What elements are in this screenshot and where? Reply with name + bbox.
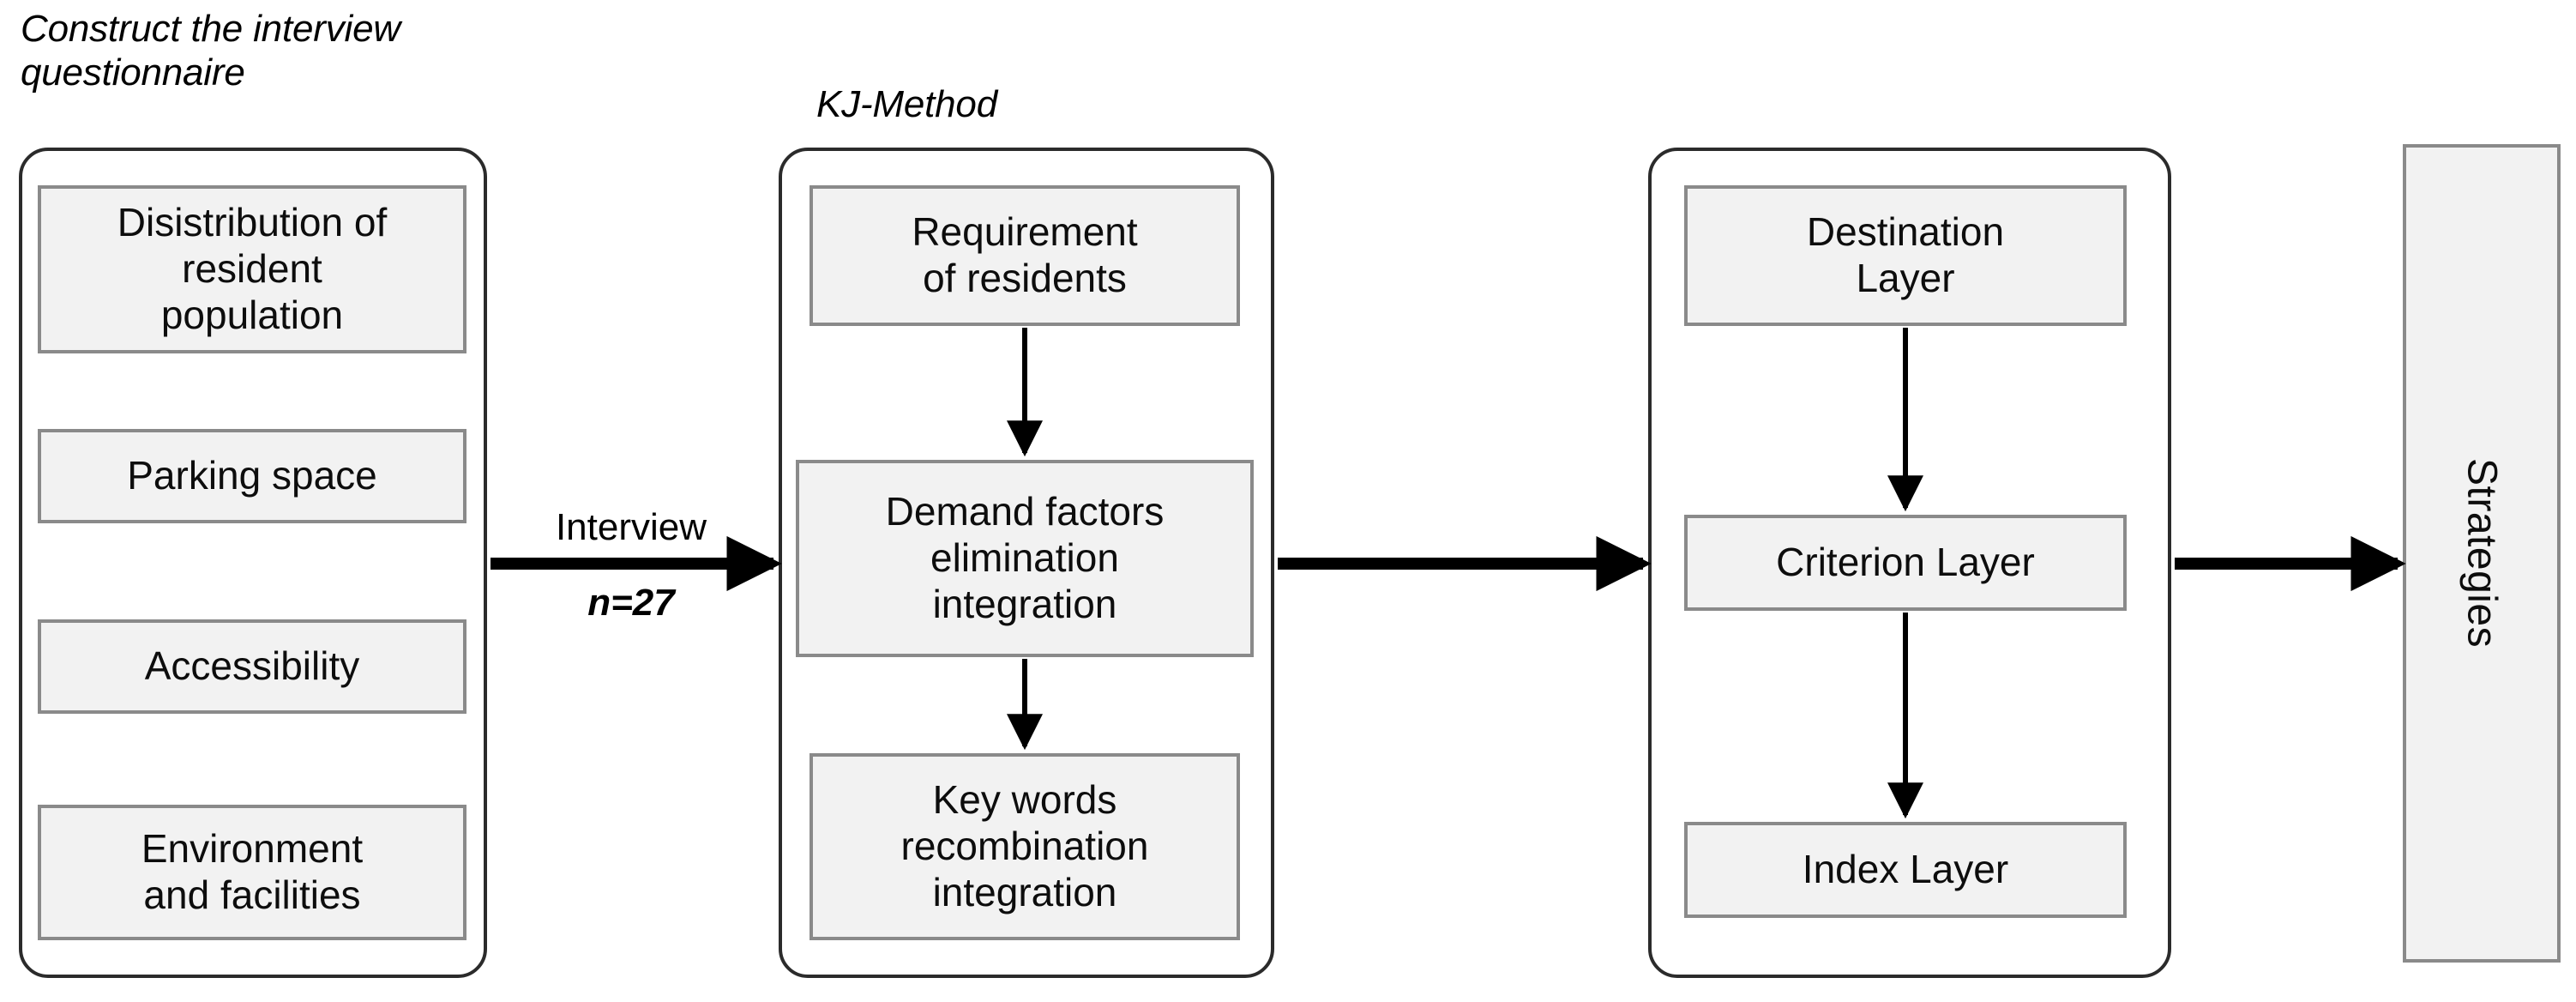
node-accessibility: Accessibility: [38, 619, 466, 714]
node-strategies: Strategies: [2403, 144, 2561, 963]
node-resident-population: Disistribution of resident population: [38, 185, 466, 353]
node-destination-layer: Destination Layer: [1684, 185, 2127, 326]
stage-caption-kj-method: KJ-Method: [816, 83, 997, 125]
node-demand-factors-elimination-integration: Demand factors elimination integration: [796, 460, 1254, 657]
node-key-words-recombination-integration: Key words recombination integration: [810, 753, 1240, 940]
arrow-label-interview: Interview: [555, 506, 707, 548]
node-environment-and-facilities: Environment and facilities: [38, 805, 466, 940]
node-parking-space: Parking space: [38, 429, 466, 523]
node-index-layer: Index Layer: [1684, 822, 2127, 918]
stage-caption-questionnaire: Construct the interview questionnaire: [21, 8, 400, 94]
node-criterion-layer: Criterion Layer: [1684, 515, 2127, 611]
arrow-label-sample-size: n=27: [587, 582, 675, 624]
node-strategies-label: Strategies: [2459, 458, 2505, 649]
node-requirement-of-residents: Requirement of residents: [810, 185, 1240, 326]
